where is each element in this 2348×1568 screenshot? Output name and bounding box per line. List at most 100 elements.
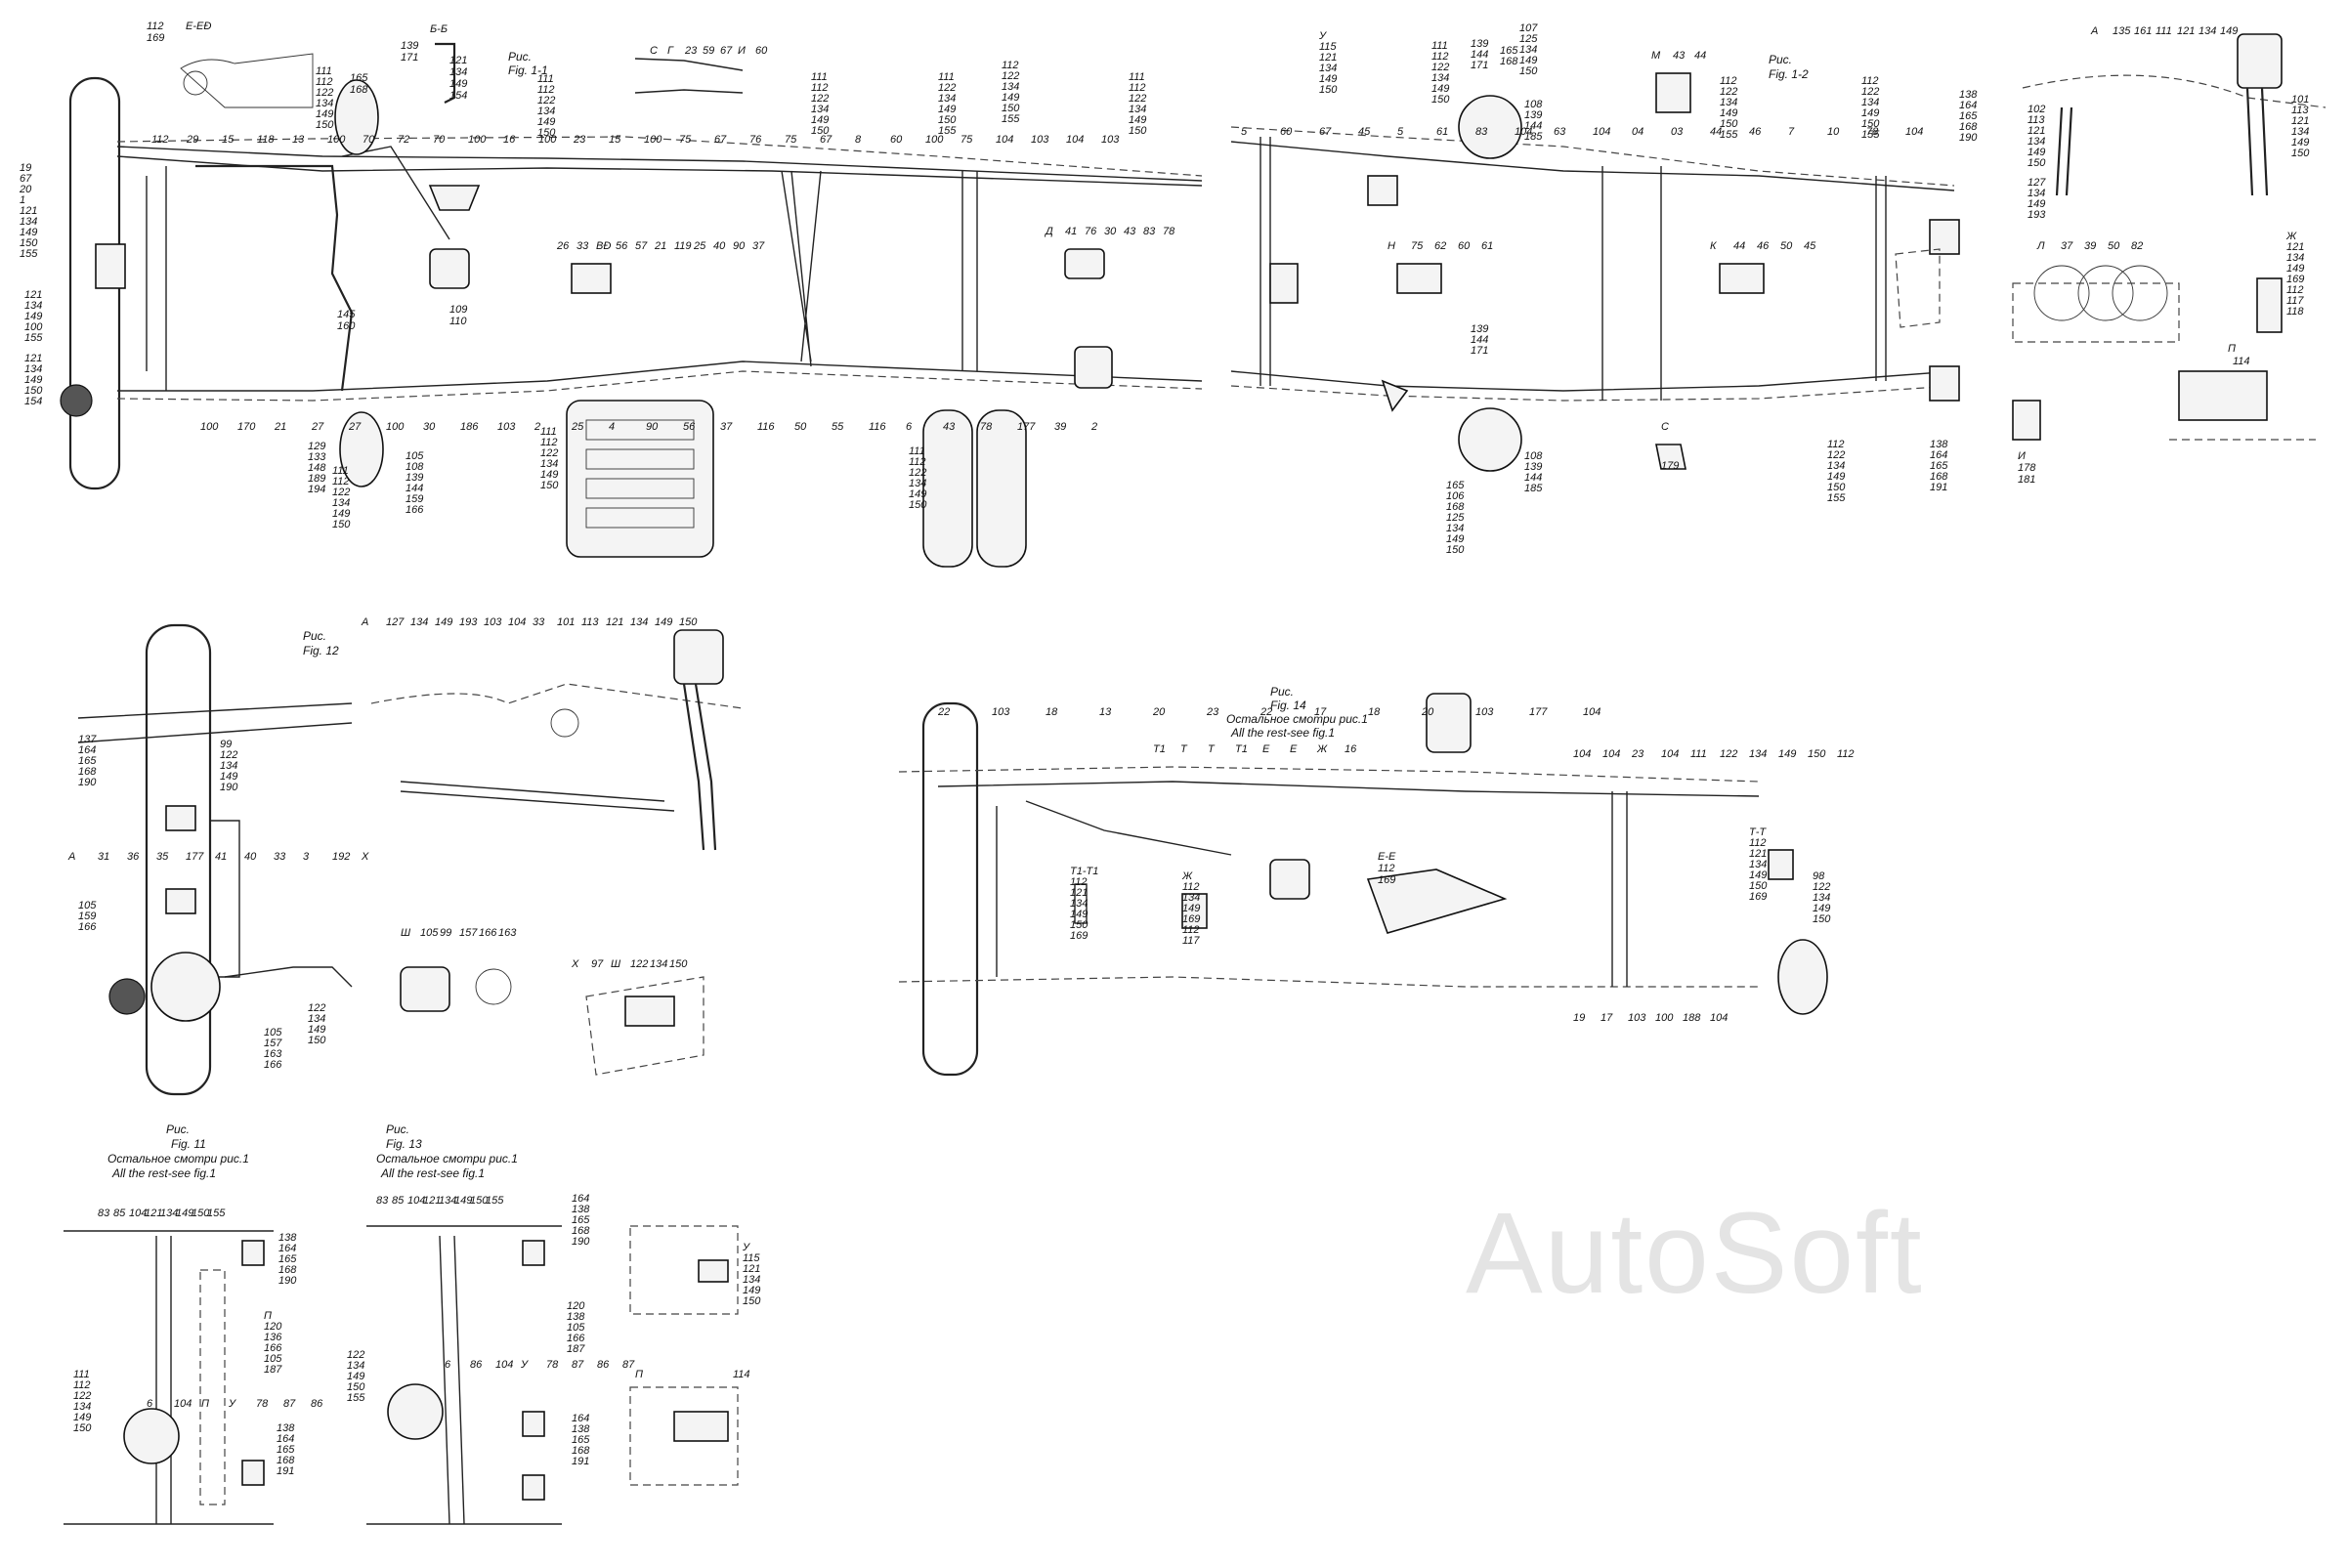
callout-label: 138 [278,1232,297,1244]
callout-label: 149 [811,114,829,126]
frame-rail-bottom [1230,385,1955,402]
ring [183,70,208,96]
callout-label: 150 [669,958,688,970]
callout-label: 112 [1378,863,1395,874]
callout-label: 103 [1031,134,1049,146]
brake-line-bottom [1230,370,1955,392]
callout-label: 112 [1070,876,1088,888]
callout-label: 134 [347,1360,364,1372]
callout-label: 133 [308,451,326,463]
callout-label: 104 [407,1195,425,1207]
callout-label: 03 [1671,126,1684,138]
callout-label: 135 [2113,25,2131,37]
detail-x-frame [585,976,704,1076]
receiver-rib [585,448,695,470]
callout-label: 21 [274,421,286,433]
callout-label: 112 [537,84,555,96]
callout-label: 168 [350,84,368,96]
callout-label: 150 [1431,94,1450,106]
callout-label: 112 [1720,75,1737,87]
callout-label: 76 [1085,226,1097,237]
callout-label: 149 [1749,869,1767,881]
brake-line-top [116,146,1203,182]
callout-label: 122 [1813,881,1830,893]
callout-label: 134 [1182,892,1200,904]
callout-label: 104 [1602,748,1620,760]
callout-label: 134 [1749,859,1767,870]
callout-label: 177 [186,851,204,863]
callout-label: 149 [316,108,333,120]
figure-14 [898,693,1828,1077]
caption-fig-13-line-1: Рис. [386,1123,409,1136]
callout-label: 100 [538,134,557,146]
crossmember-2 [961,171,978,371]
front-wheel [921,701,979,1077]
callout-label: 149 [1861,107,1879,119]
callout-label: 149 [2028,198,2045,210]
callout-label: 112 [147,21,164,32]
callout-label: 122 [316,87,333,99]
callout-label: А [67,851,75,863]
callout-label: 76 [749,134,762,146]
callout-label: 134 [20,216,37,228]
callout-label: 103 [497,421,516,433]
callout-label: 187 [264,1364,282,1376]
callout-label: 111 [811,71,828,83]
callout-label: Е-ЕÐ [186,21,211,32]
valve-left [1269,263,1299,304]
callout-label: 169 [1749,891,1767,903]
callout-label: 112 [1002,60,1019,71]
callout-label: 97 [591,958,604,970]
callout-label: 16 [1345,743,1357,755]
callout-label: 144 [1524,120,1542,132]
callout-label: 111 [1690,748,1707,760]
detail-i-fitting [2012,400,2041,441]
callout-label: П [201,1398,209,1410]
callout-label: 150 [537,127,556,139]
callout-label: 150 [1446,544,1465,556]
callout-label: 119 [674,240,692,252]
section-e-e [1366,869,1508,934]
callout-label: 114 [2233,356,2250,367]
callout-label: 134 [410,616,428,628]
caption-fig-1-2-line-2: Fig. 1-2 [1769,67,1809,81]
callout-label: 72 [398,134,409,146]
callout-label: 186 [460,421,479,433]
callout-label: 104 [1573,748,1591,760]
callout-label: 23 [1631,748,1644,760]
callout-label: 75 [1411,240,1424,252]
callout-label: 121 [1319,52,1337,64]
callout-label: 37 [752,240,765,252]
callout-label: 134 [1720,97,1737,108]
callout-label: У [742,1242,750,1253]
callout-label: 150 [2028,157,2046,169]
valve-block-6 [1074,346,1113,389]
valve-upper [522,1240,545,1266]
callout-label: 75 [961,134,973,146]
callout-label: 155 [938,125,957,137]
callout-label: 149 [347,1371,364,1382]
valve-99 [165,805,196,831]
callout-label: 04 [1632,126,1644,138]
callout-label: 185 [1524,483,1543,494]
callout-label: 104 [1710,1012,1728,1024]
callout-label: 111 [1129,71,1145,83]
valve-m [1655,72,1691,113]
valve-m-lower [1381,379,1409,412]
callout-label: 165 [278,1253,297,1265]
callout-label: М [1651,50,1661,62]
callout-label: 60 [1458,240,1471,252]
callout-label: 134 [540,458,558,470]
callout-label: 112 [316,76,333,88]
callout-label: 149 [454,1195,472,1207]
brake-chamber-upper [334,79,379,155]
callout-label: 104 [129,1208,147,1219]
callout-label: 150 [316,119,334,131]
